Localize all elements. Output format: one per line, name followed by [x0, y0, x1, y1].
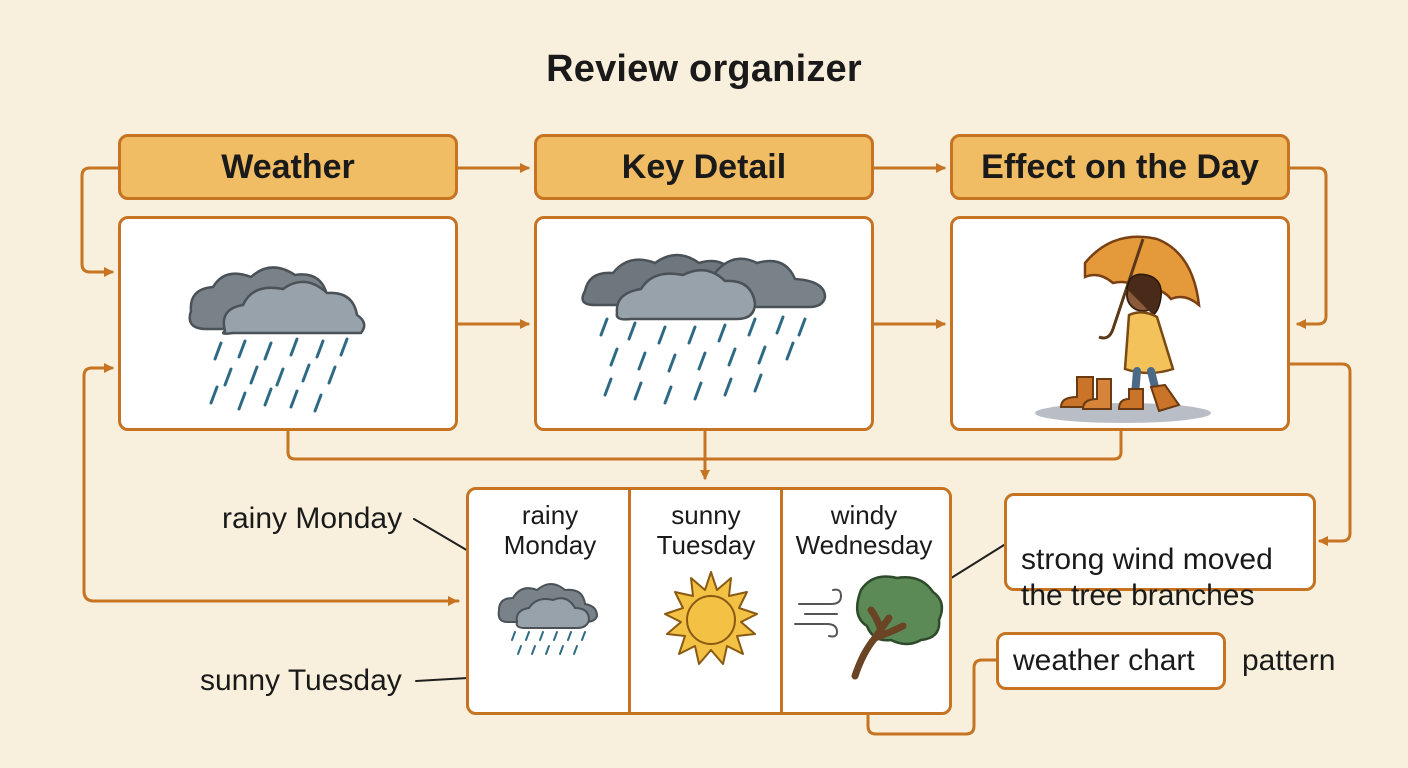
effect-text: strong wind moved the tree branches [1021, 543, 1273, 612]
note-rainy-monday: rainy Monday [222, 502, 403, 535]
chart-divider [780, 490, 783, 712]
connector-chart-to-tag [866, 658, 998, 736]
arrow-left-loop-bottom [82, 363, 460, 603]
arrow-right-loop-bottom [1288, 362, 1352, 546]
header-effect-label: Effect on the Day [981, 147, 1259, 186]
rain-cloud-icon [497, 583, 599, 655]
header-weather: Weather [118, 134, 458, 200]
chart-column-label-monday: rainy Monday [503, 500, 597, 560]
weather-chart: rainy Monday sunny Tuesday windy Wednesd… [466, 487, 952, 715]
header-key-detail-label: Key Detail [621, 147, 787, 186]
arrow-right-loop-top [1288, 166, 1328, 329]
arrow-left-loop-top [80, 166, 122, 277]
note-sunny-tuesday: sunny Tuesday [200, 664, 402, 697]
panel-weather [118, 216, 458, 431]
windy-tree-icon [794, 575, 944, 680]
girl-with-umbrella-icon [1035, 235, 1211, 423]
header-key-detail: Key Detail [534, 134, 874, 200]
rain-cloud-icon [188, 266, 366, 413]
panel-effect [950, 216, 1290, 431]
chart-divider [628, 490, 631, 712]
weather-chart-tag-label: weather chart [1013, 644, 1195, 677]
heavy-rain-cloud-icon [581, 253, 827, 405]
header-effect: Effect on the Day [950, 134, 1290, 200]
page-title: Review organizer [546, 48, 862, 90]
panel-key-detail [534, 216, 874, 431]
weather-chart-tag: weather chart [996, 632, 1226, 690]
header-weather-label: Weather [221, 147, 355, 186]
pattern-label: pattern [1242, 644, 1336, 677]
sun-icon [664, 571, 758, 665]
chart-column-label-wednesday: windy Wednesday [795, 500, 933, 560]
chart-column-label-tuesday: sunny Tuesday [656, 500, 756, 560]
effect-text-box: strong wind moved the tree branches [1004, 493, 1316, 612]
